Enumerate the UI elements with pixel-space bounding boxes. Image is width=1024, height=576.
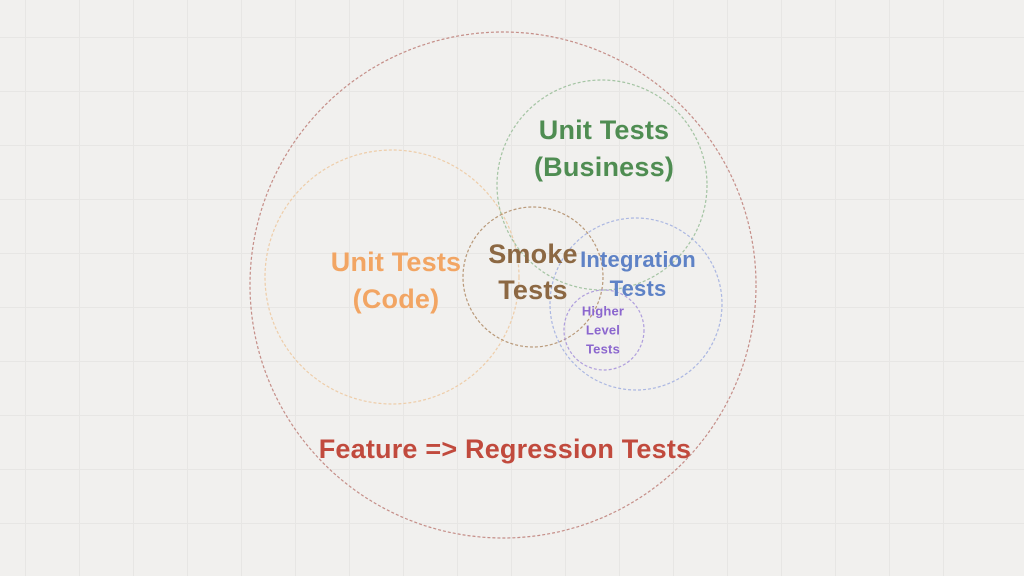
integration-tests-circle[interactable] (549, 217, 723, 391)
smoke-tests-label[interactable]: Smoke Tests (488, 239, 578, 305)
unit-tests-code-circle[interactable] (264, 149, 520, 405)
unit-tests-business-circle[interactable] (496, 79, 708, 291)
higher-level-tests-circle[interactable] (563, 289, 645, 371)
unit-tests-code-label[interactable]: Unit Tests (Code) (330, 247, 462, 314)
higher-level-tests-label[interactable]: Higher Level Tests (581, 303, 625, 357)
unit-tests-business-label[interactable]: Unit Tests (Business) (533, 115, 675, 182)
regression-tests-circle[interactable] (249, 31, 757, 539)
feature-regression-tests-label[interactable]: Feature => Regression Tests (318, 434, 692, 464)
integration-tests-label[interactable]: Integration Tests (580, 247, 696, 301)
smoke-tests-circle[interactable] (462, 206, 604, 348)
